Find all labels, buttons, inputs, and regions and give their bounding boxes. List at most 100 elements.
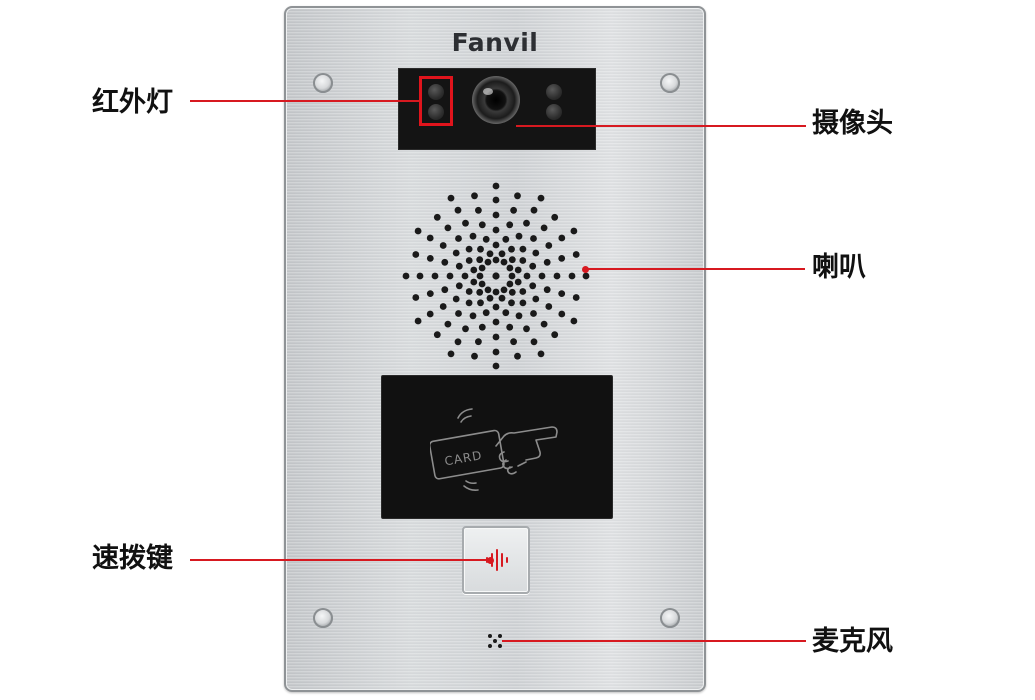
speaker-hole [461,272,469,280]
speaker-hole [447,194,455,202]
speaker-hole [412,294,420,301]
speaker-hole [530,310,537,317]
speed-dial-leader-dot [487,557,494,564]
speaker-hole [414,227,422,235]
speaker-hole [470,266,478,274]
speaker-hole [414,317,422,325]
speaker-hole [543,286,551,294]
speaker-hole [492,272,500,280]
card-text: CARD [443,448,483,468]
speaker-hole [508,256,516,264]
speaker-hole [492,288,500,296]
speaker-hole [515,232,523,240]
speaker-hole [530,206,538,214]
speaker-hole [514,266,522,274]
speaker-hole [426,310,434,318]
speaker-hole [439,303,447,310]
rfid-card-reader: CARD [381,375,613,519]
speaker-hole [477,245,484,253]
speaker-hole [465,288,473,295]
speaker-hole [523,219,530,227]
speaker-hole [469,312,477,320]
speaker-hole [455,310,462,317]
speaker-hole [508,288,516,296]
ir-light-leader-line [190,100,422,102]
speaker-hole [519,245,527,253]
speaker-hole [433,213,441,221]
brand-logo: Fanvil [451,28,539,57]
speaker-hole [514,278,522,286]
speaker-hole [523,272,531,280]
speaker-hole [500,286,508,294]
speaker-hole [416,272,424,280]
speaker-hole [506,221,514,229]
speaker-hole [530,235,537,242]
speaker-hole [570,227,578,235]
speaker-hole [540,224,548,232]
speaker-hole [470,278,478,286]
speaker-hole [475,338,482,346]
speaker-hole [412,251,420,258]
speaker-hole [471,352,478,360]
speaker-hole [551,331,559,339]
speaker-hole [523,325,530,333]
speaker-hole [537,194,545,202]
speaker-hole [477,299,484,307]
speaker-hole [506,323,514,331]
speaker-hole [551,213,559,221]
speaker-hole [553,272,561,280]
speaker-hole [492,241,500,249]
speaker-hole [455,235,462,242]
hand-holding-card-icon: CARD [430,408,558,491]
speaker-hole [492,303,500,311]
speaker-hole [452,295,460,303]
speaker-hole [478,323,486,331]
speaker-hole [532,249,540,257]
speaker-hole [492,362,500,370]
speaker-hole [529,262,537,270]
speaker-hole [478,221,486,229]
speaker-hole [500,258,508,266]
speaker-hole [514,352,521,360]
speaker-hole [538,272,546,280]
speed-dial-leader-line [190,559,490,561]
speaker-hole [475,206,482,214]
speaker-hole [519,299,527,307]
speaker-hole [426,255,434,262]
camera-leader-line [516,125,806,127]
speaker-hole [498,294,506,302]
speaker-hole [492,333,500,341]
speaker-hole [558,310,566,318]
speaker-hole [426,234,434,242]
speaker-hole [441,286,449,294]
speaker-hole [447,350,455,358]
ir-led-icon [546,104,562,120]
speaker-hole [465,299,473,307]
camera-label: 摄像头 [812,108,893,139]
microphone-label: 麦克风 [812,626,893,657]
speaker-hole [482,309,490,317]
speaker-hole [510,338,517,346]
speaker-hole [510,206,517,214]
microphone-leader-line [502,640,806,642]
speaker-hole [402,272,410,280]
speaker-hole [492,211,500,219]
speaker-hole [529,282,537,290]
speaker-hole [508,245,515,253]
speaker-hole [537,350,545,358]
speaker-hole [446,272,454,280]
speaker-hole [558,255,566,262]
speaker-hole [545,303,553,310]
speaker-hole [502,309,510,317]
microphone-holes-icon [486,632,506,652]
speaker-hole [462,219,469,227]
speaker-hole [465,245,473,253]
ir-led-icon [428,84,444,100]
speaker-hole [558,234,566,242]
speaker-hole [482,235,490,243]
speaker-hole [476,256,484,264]
speaker-hole [452,249,460,257]
speaker-leader-dot [582,266,589,273]
lens-glint [483,88,493,95]
